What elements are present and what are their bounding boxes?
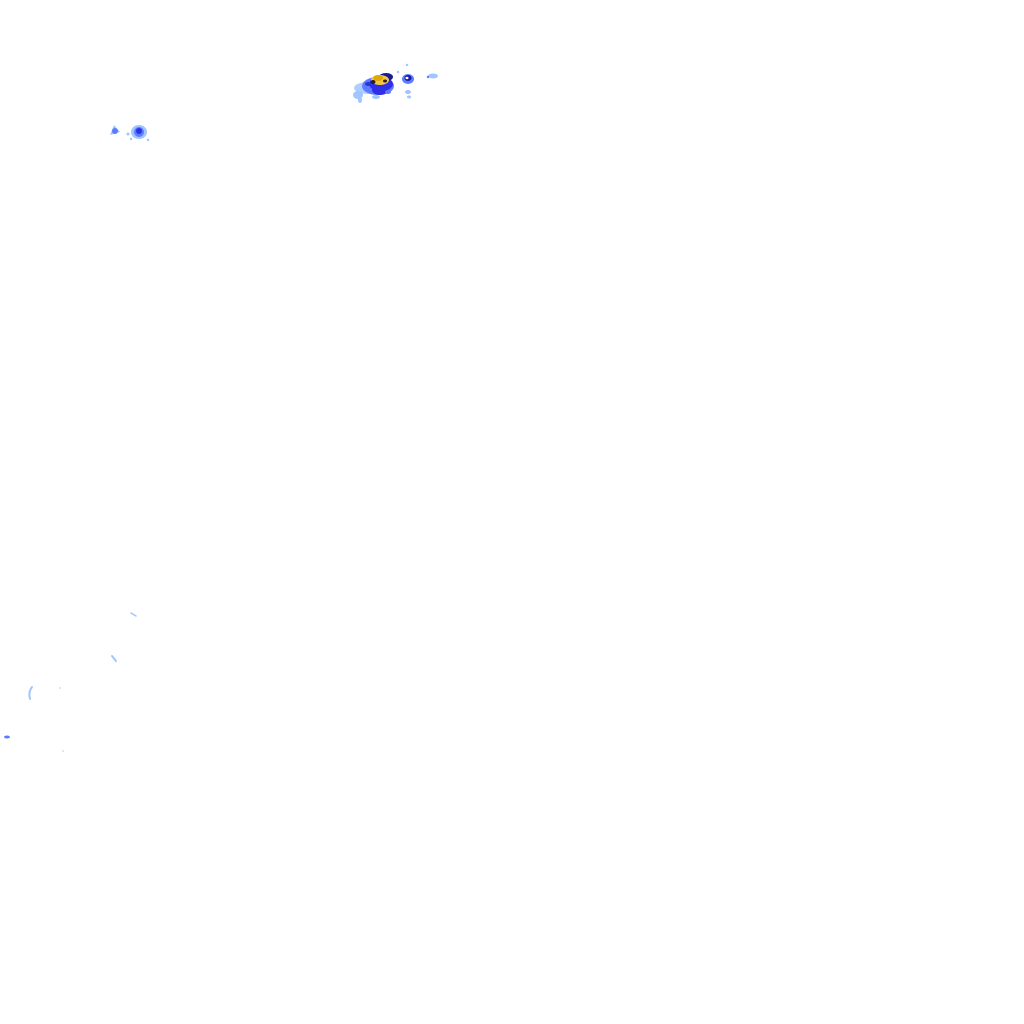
echo-cell-north-central-east bbox=[396, 63, 414, 99]
echo-cell-northwest-small bbox=[110, 125, 120, 135]
echo-trace-west-edge bbox=[4, 735, 10, 739]
echo-cell-northwest bbox=[126, 125, 150, 142]
echo-trace-southwest-1 bbox=[130, 612, 137, 617]
echo-trace-southwest-2 bbox=[111, 655, 117, 662]
echo-trace-southwest-3 bbox=[28, 686, 64, 752]
echo-cell-north-central bbox=[353, 73, 394, 103]
echo-cell-north-central-far-east bbox=[426, 73, 438, 79]
